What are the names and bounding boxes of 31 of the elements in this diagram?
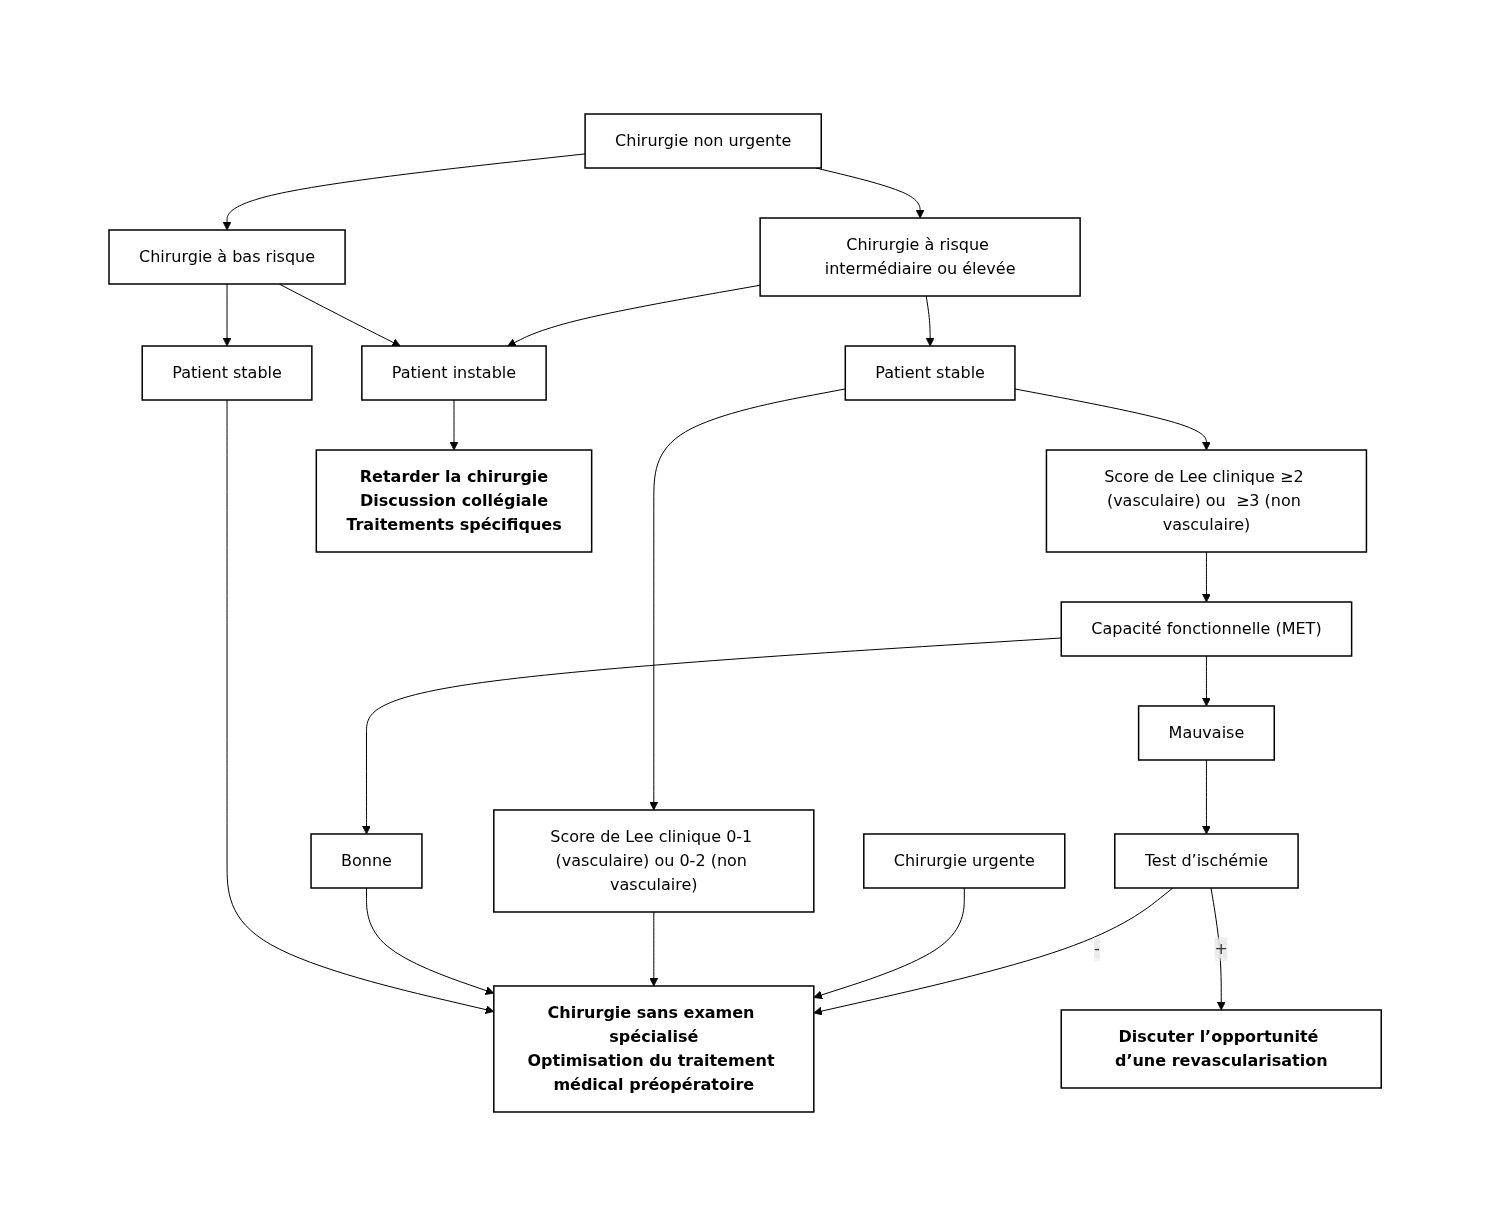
node-box: Score de Lee clinique 0-1 (vasculaire) ou 0-2 (non vasculaire) (492, 809, 815, 913)
node-box: Chirurgie non urgente (584, 113, 822, 169)
node-box: Mauvaise (1137, 705, 1275, 761)
node-box: Patient stable (141, 345, 313, 401)
arrow (1201, 759, 1211, 835)
node-box: Discuter l’opportunité d’une revascularisation (1060, 1009, 1382, 1089)
arrow (449, 399, 459, 451)
arrow (507, 284, 761, 347)
node-box: Patient stable (844, 345, 1016, 401)
node-box: Patient instable (361, 345, 547, 401)
arrow (1201, 655, 1211, 707)
node-box: Capacité fonctionnelle (MET) (1060, 601, 1353, 657)
arrow (649, 911, 659, 987)
node-box: Chirurgie à risque intermédiaire ou élevée (759, 217, 1081, 297)
arrow (649, 388, 846, 811)
node-box: Retarder la chirurgie Discussion collégiale Traitements spécifiques (315, 449, 593, 553)
node-box: Bonne (310, 833, 423, 889)
edge-label: - (1093, 939, 1100, 958)
arrow (361, 637, 1062, 835)
arrow (813, 887, 1174, 1016)
edge-label: + (1214, 939, 1228, 958)
node-box: Chirurgie à bas risque (108, 229, 346, 285)
node-box: Test d’ischémie (1113, 833, 1299, 889)
node-box: Chirurgie sans examen spécialisé Optimisation du traitement médical préopératoire (492, 985, 815, 1113)
node-box: Chirurgie urgente (862, 833, 1066, 889)
arrow (1014, 388, 1211, 451)
arrow (1201, 551, 1211, 603)
arrow (925, 295, 935, 347)
arrow (222, 283, 232, 347)
arrow (813, 887, 965, 1000)
node-box: Score de Lee clinique ≥2 (vasculaire) ou ≥3 (non vasculaire) (1045, 449, 1368, 553)
